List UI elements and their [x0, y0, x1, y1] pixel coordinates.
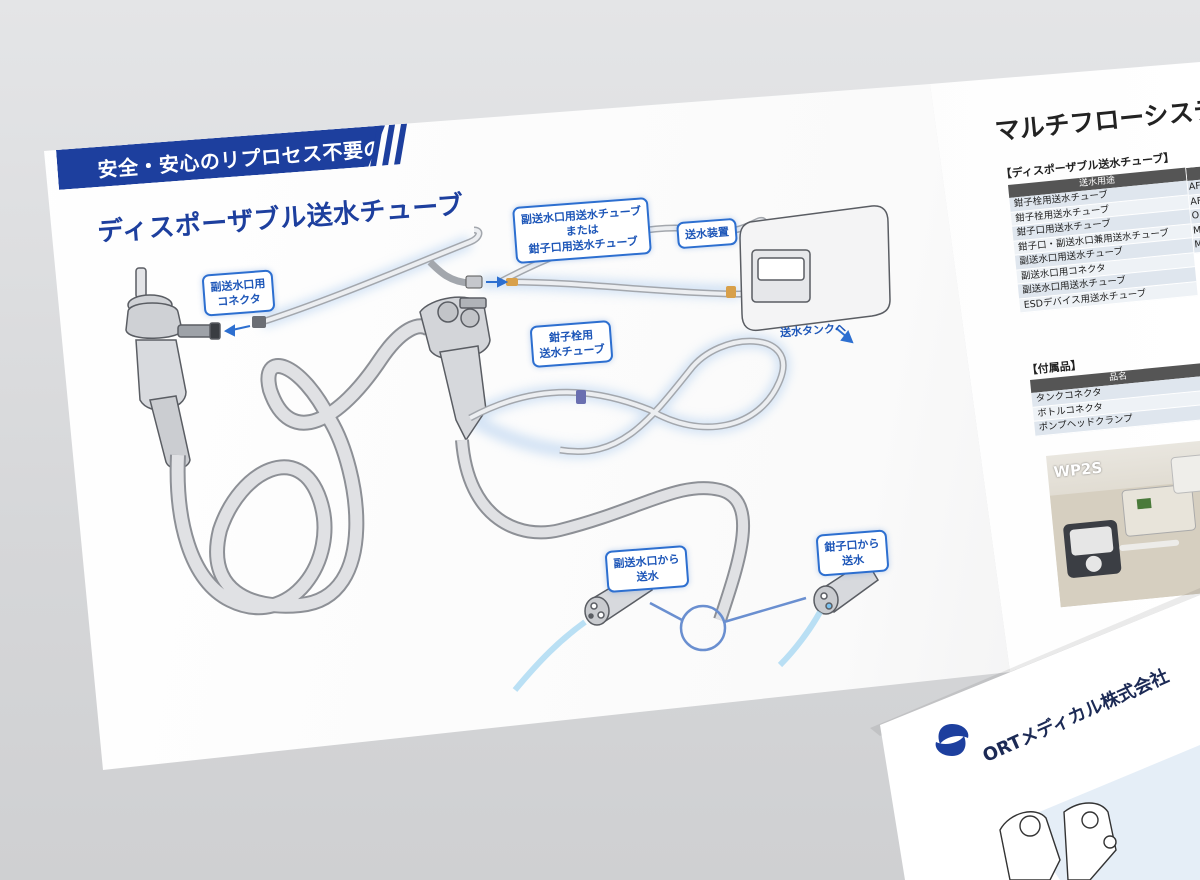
table-cell: AF: [1187, 179, 1200, 196]
connector-icon: [465, 275, 483, 289]
product-photo: WP2S: [1046, 439, 1200, 608]
pump-photo-icon: [1049, 453, 1200, 608]
label-device: 送水装置: [676, 217, 738, 250]
table-header-side: [1186, 166, 1200, 181]
connector-icon: [576, 390, 586, 404]
table-cell: AF: [1188, 194, 1200, 210]
title-band: 安全・安心のリプロセス不要の: [56, 123, 418, 194]
arrow-icon: [223, 276, 854, 344]
magnifier-circle: [679, 604, 727, 652]
connector-icon: [506, 278, 518, 286]
band-stripes-icon: [370, 123, 408, 167]
table-cell: M: [1192, 237, 1200, 254]
table-cell: M: [1191, 222, 1200, 239]
connector-icon: [252, 316, 266, 328]
label-forceps-tube: 鉗子栓用 送水チューブ: [529, 320, 614, 368]
label-from-sub: 副送水口から 送水: [604, 544, 690, 594]
label-line: 送水装置: [684, 225, 730, 242]
label-sub-connector: 副送水口用 コネクタ: [201, 269, 276, 317]
left-endoscope: [125, 267, 221, 470]
company-logo-icon: [935, 724, 969, 756]
connector-icon: [726, 286, 736, 298]
pump-device: [739, 205, 891, 332]
label-line: コネクタ: [216, 292, 262, 309]
label-tube-top: 副送水口用送水チューブ または 鉗子口用送水チューブ: [512, 196, 653, 265]
table-cell: O: [1190, 208, 1200, 225]
label-from-forceps: 鉗子口から 送水: [815, 529, 890, 577]
right-endoscope: [419, 296, 491, 442]
disposable-table: 送水用途 鉗子栓用送水チューブ 鉗子栓用送水チューブ 鉗子口用送水チューブ 鉗子…: [1008, 167, 1198, 314]
